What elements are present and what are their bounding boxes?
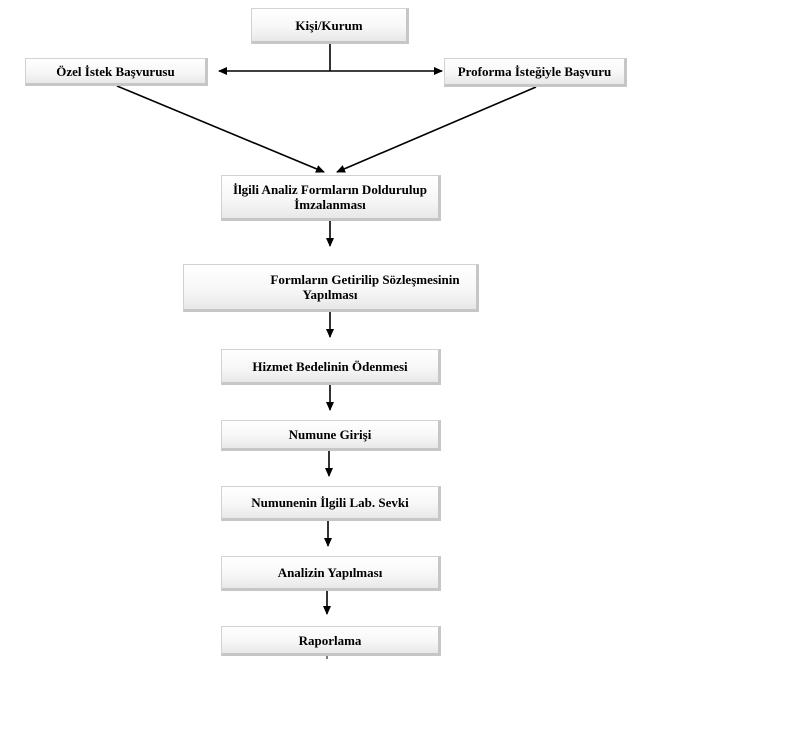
node-kisi-kurum-label: Kişi/Kurum <box>295 17 363 33</box>
node-numune-girisi-label: Numune Girişi <box>288 427 372 442</box>
node-formlarin: Formların Getirilip Sözleşmesinin Yapılm… <box>183 264 479 312</box>
node-numune-sevki-label: Numunenin İlgili Lab. Sevki <box>251 495 409 510</box>
node-analiz-yapilmasi: Analizin Yapılması <box>221 556 441 591</box>
node-numune-girisi: Numune Girişi <box>221 420 441 451</box>
node-proforma-label: Proforma İsteğiyle Başvuru <box>457 64 612 79</box>
node-proforma: Proforma İsteğiyle Başvuru <box>444 58 627 87</box>
node-analiz-yapilmasi-label: Analizin Yapılması <box>277 565 383 580</box>
connector-proforma-to-analiz <box>336 86 537 173</box>
node-hizmet-bedeli-label: Hizmet Bedelinin Ödenmesi <box>252 358 408 374</box>
node-hizmet-bedeli: Hizmet Bedelinin Ödenmesi <box>221 349 441 385</box>
node-raporlama: Raporlama <box>221 626 441 656</box>
node-formlarin-line2: Yapılması <box>302 287 358 302</box>
node-ilgili-analiz-line2: İmzalanması <box>294 197 366 212</box>
node-ozel-istek: Özel İstek Başvurusu <box>25 58 208 86</box>
node-formlarin-line1: Formların Getirilip Sözleşmesinin <box>270 272 460 287</box>
node-ozel-istek-label: Özel İstek Başvurusu <box>56 63 175 79</box>
node-ilgili-analiz-line1: İlgili Analiz Formların Doldurulup <box>233 182 427 197</box>
node-raporlama-label: Raporlama <box>298 632 362 648</box>
node-ilgili-analiz: İlgili Analiz Formların Doldurulup İmzal… <box>221 175 441 221</box>
node-numune-sevki: Numunenin İlgili Lab. Sevki <box>221 486 441 521</box>
node-formlarin-text: Formların Getirilip Sözleşmesinin Yapılm… <box>270 272 459 302</box>
connector-ozel-to-analiz <box>116 85 325 173</box>
node-ilgili-analiz-text: İlgili Analiz Formların Doldurulup İmzal… <box>233 182 427 212</box>
node-kisi-kurum: Kişi/Kurum <box>251 8 409 44</box>
